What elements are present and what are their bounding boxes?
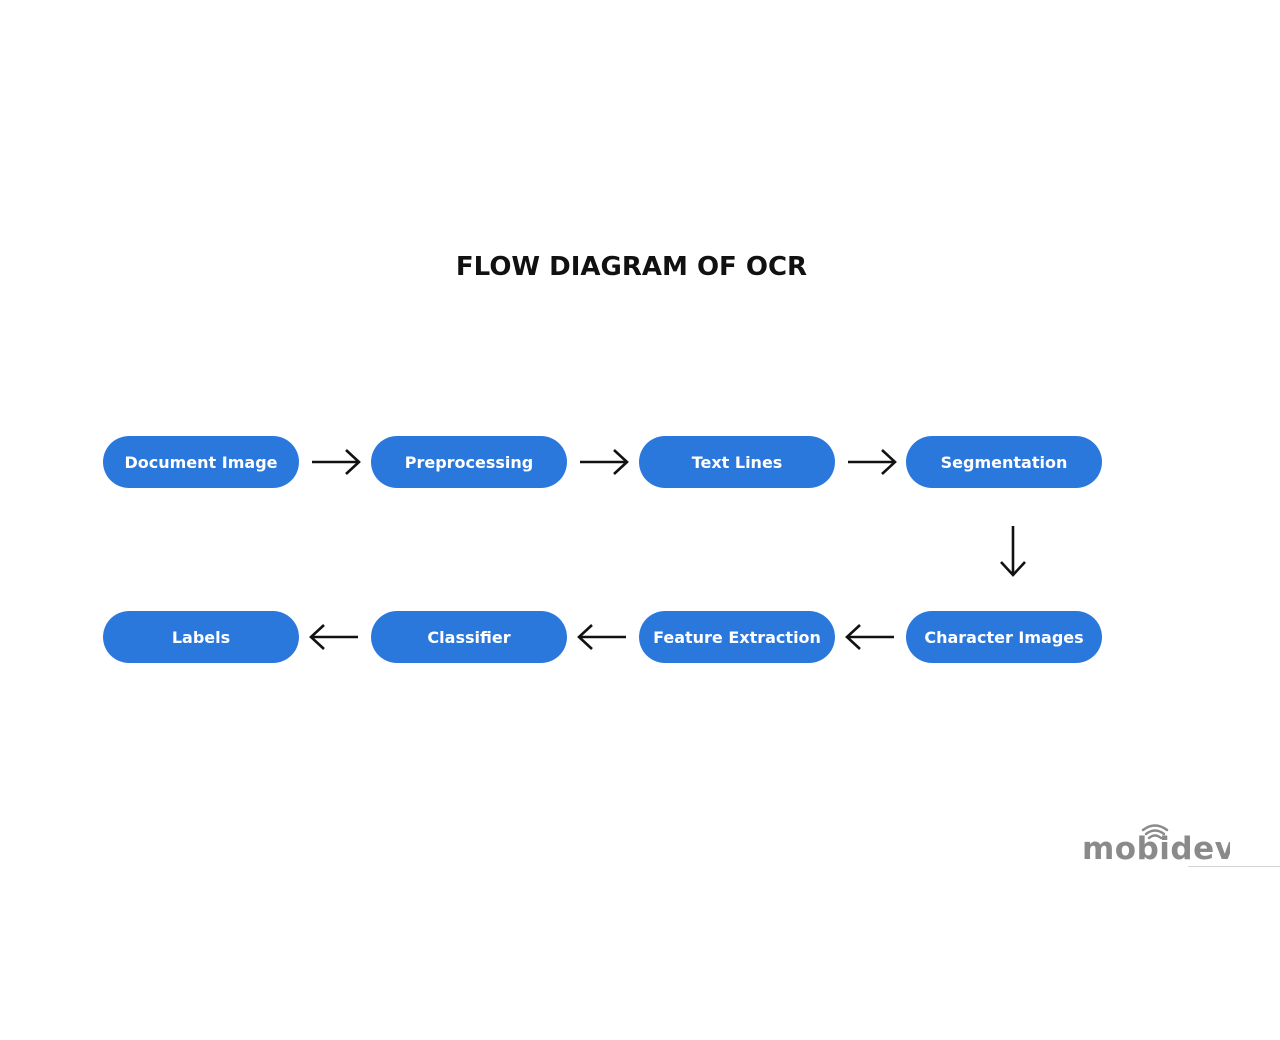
arrow-down-icon (998, 524, 1028, 578)
arrow-left-icon (576, 622, 628, 652)
mobidev-logo: mobidev (1080, 818, 1230, 864)
wifi-signal-icon (1141, 824, 1169, 840)
node-preprocessing: Preprocessing (371, 436, 567, 488)
node-document-image: Document Image (103, 436, 299, 488)
logo-wordmark: mobidev (1082, 831, 1230, 864)
arrow-right-icon (310, 447, 362, 477)
arrow-right-icon (578, 447, 630, 477)
node-labels: Labels (103, 611, 299, 663)
node-segmentation: Segmentation (906, 436, 1102, 488)
node-character-images: Character Images (906, 611, 1102, 663)
divider (1188, 866, 1280, 867)
node-classifier: Classifier (371, 611, 567, 663)
node-text-lines: Text Lines (639, 436, 835, 488)
arrow-left-icon (844, 622, 896, 652)
arrow-right-icon (846, 447, 898, 477)
diagram-title: FLOW DIAGRAM OF OCR (455, 252, 808, 282)
arrow-left-icon (308, 622, 360, 652)
node-feature-extraction: Feature Extraction (639, 611, 835, 663)
